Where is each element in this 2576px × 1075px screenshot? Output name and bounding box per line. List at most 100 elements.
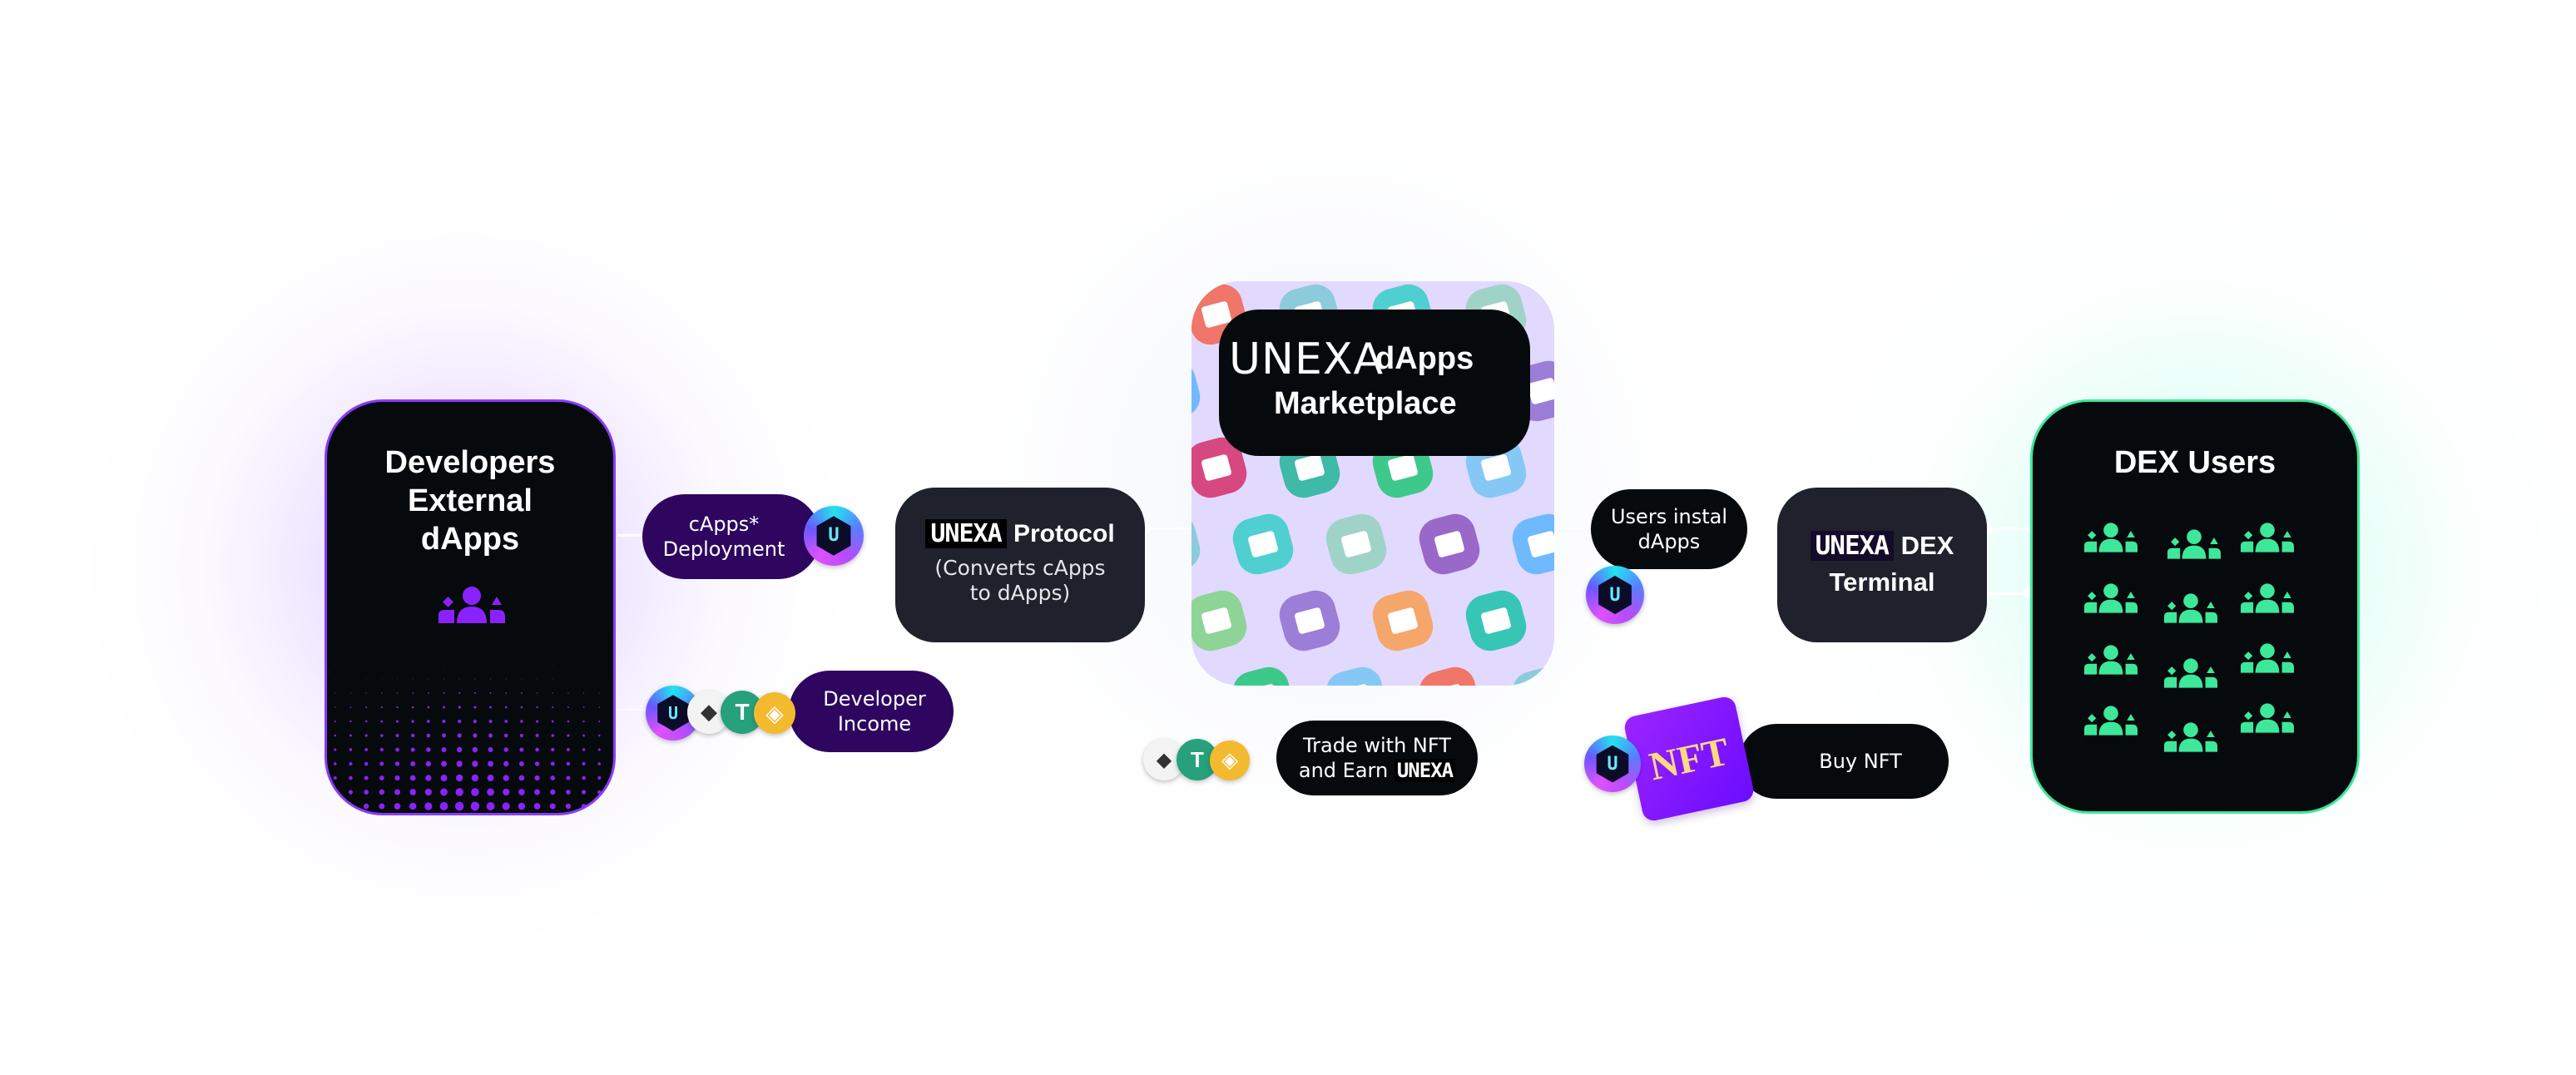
- app-icon: [1325, 513, 1387, 575]
- halftone-dot: [503, 775, 509, 781]
- halftone-dot: [597, 776, 602, 780]
- user-group-icon: [2164, 593, 2217, 623]
- protocol-subtitle: (Converts cApps to dApps): [895, 556, 1145, 606]
- halftone-dot: [488, 760, 493, 767]
- halftone-dot: [427, 692, 429, 694]
- halftone-dot: [364, 790, 369, 795]
- halftone-dot: [440, 775, 448, 781]
- halftone-dot: [409, 775, 416, 781]
- protocol-title: UNEXA Protocol: [895, 519, 1145, 548]
- halftone-dot: [395, 747, 399, 752]
- earn-text: and Earn: [1298, 759, 1389, 782]
- halftone-dot: [598, 721, 601, 722]
- connector-income-to-dev: [617, 709, 647, 711]
- halftone-dot: [567, 734, 570, 737]
- terminal-title: UNEXA DEX: [1777, 531, 1987, 561]
- halftone-dot: [365, 678, 367, 680]
- halftone-dot: [583, 664, 584, 666]
- halftone-dot: [411, 720, 414, 723]
- halftone-dot: [521, 678, 523, 680]
- halftone-dot: [349, 720, 352, 723]
- halftone-dot: [333, 776, 337, 780]
- ethereum-icon: ◆: [1143, 739, 1185, 780]
- halftone-dot: [380, 734, 384, 737]
- halftone-dot: [549, 803, 556, 810]
- halftone-dot: [503, 747, 508, 752]
- halftone-dot: [395, 734, 399, 737]
- halftone-dot: [582, 790, 587, 795]
- halftone-dot: [443, 678, 445, 680]
- halftone-dot: [552, 706, 554, 709]
- halftone-dot: [534, 775, 540, 781]
- halftone-dot: [350, 678, 351, 680]
- halftone-dot: [458, 678, 460, 680]
- capps-deployment-pill: cApps* Deployment: [642, 494, 820, 579]
- halftone-dot: [488, 747, 493, 752]
- halftone-dot: [426, 747, 431, 752]
- halftone-dot: [441, 747, 447, 752]
- unexa-token-icon: U: [1584, 736, 1641, 792]
- halftone-dot: [505, 664, 507, 666]
- marketplace-subtitle: Marketplace: [1274, 386, 1457, 421]
- halftone-dot: [380, 720, 384, 723]
- halftone-dot: [472, 746, 478, 753]
- halftone-dot: [518, 775, 525, 781]
- halftone-dot: [364, 720, 368, 723]
- halftone-dot: [471, 788, 479, 796]
- pill-line: Users instal: [1610, 505, 1727, 528]
- nft-badge-text: NFT: [1645, 729, 1733, 789]
- dex-users-title: DEX Users: [2113, 445, 2276, 480]
- halftone-dot: [334, 734, 337, 737]
- halftone-dot: [364, 803, 369, 810]
- halftone-dot: [425, 760, 432, 767]
- halftone-dot: [487, 788, 494, 796]
- halftone-dot: [565, 803, 572, 810]
- halftone-dot: [567, 664, 569, 666]
- halftone-dot: [457, 733, 462, 738]
- halftone-dot: [489, 692, 492, 694]
- halftone-dot: [379, 789, 384, 795]
- halftone-dot: [454, 801, 464, 811]
- unexa-glyph: U: [657, 695, 689, 731]
- user-group-icon: [2084, 523, 2138, 552]
- unexa-glyph: U: [1596, 745, 1629, 783]
- halftone-dot: [521, 692, 523, 694]
- halftone-dot: [349, 706, 352, 708]
- nft-badge: NFT: [1622, 695, 1756, 823]
- halftone-dot: [597, 790, 602, 795]
- halftone-dot: [551, 747, 555, 752]
- halftone-dot: [441, 760, 447, 767]
- halftone-dot: [334, 721, 336, 722]
- halftone-dot: [534, 761, 540, 766]
- buy-nft-label: Buy NFT: [1819, 750, 1902, 773]
- halftone-dot: [502, 802, 510, 810]
- marketplace-label: UNEXA dApps Marketplace: [1219, 310, 1530, 456]
- halftone-dot: [518, 789, 525, 795]
- halftone-dot: [428, 678, 429, 680]
- halftone-dot: [439, 802, 448, 810]
- user-group-icon: [2164, 658, 2217, 688]
- halftone-dot: [440, 788, 448, 796]
- halftone-dot: [536, 706, 538, 709]
- halftone-dot: [457, 746, 463, 753]
- user-group-icon: [2084, 706, 2138, 736]
- user-group-icon: [2164, 722, 2217, 752]
- pill-line: Trade with NFT: [1303, 734, 1451, 757]
- halftone-dot: [550, 761, 555, 766]
- halftone-dot: [443, 664, 444, 666]
- halftone-dot: [581, 804, 587, 809]
- halftone-dot: [364, 734, 368, 737]
- unexa-protocol-node: UNEXA Protocol (Converts cApps to dApps): [895, 488, 1145, 642]
- halftone-dot: [473, 706, 477, 709]
- subtitle-line: to dApps): [969, 581, 1071, 605]
- title-line: Developers: [384, 445, 556, 480]
- halftone-dot: [458, 719, 462, 724]
- halftone-dot: [473, 691, 476, 695]
- halftone-dot: [379, 747, 384, 752]
- halftone-dot: [566, 775, 571, 780]
- halftone-dot: [470, 801, 480, 811]
- ethereum-icon: ◆: [687, 691, 731, 734]
- halftone-dot: [597, 804, 602, 809]
- title-line: External: [408, 483, 533, 518]
- halftone-dot: [597, 748, 601, 751]
